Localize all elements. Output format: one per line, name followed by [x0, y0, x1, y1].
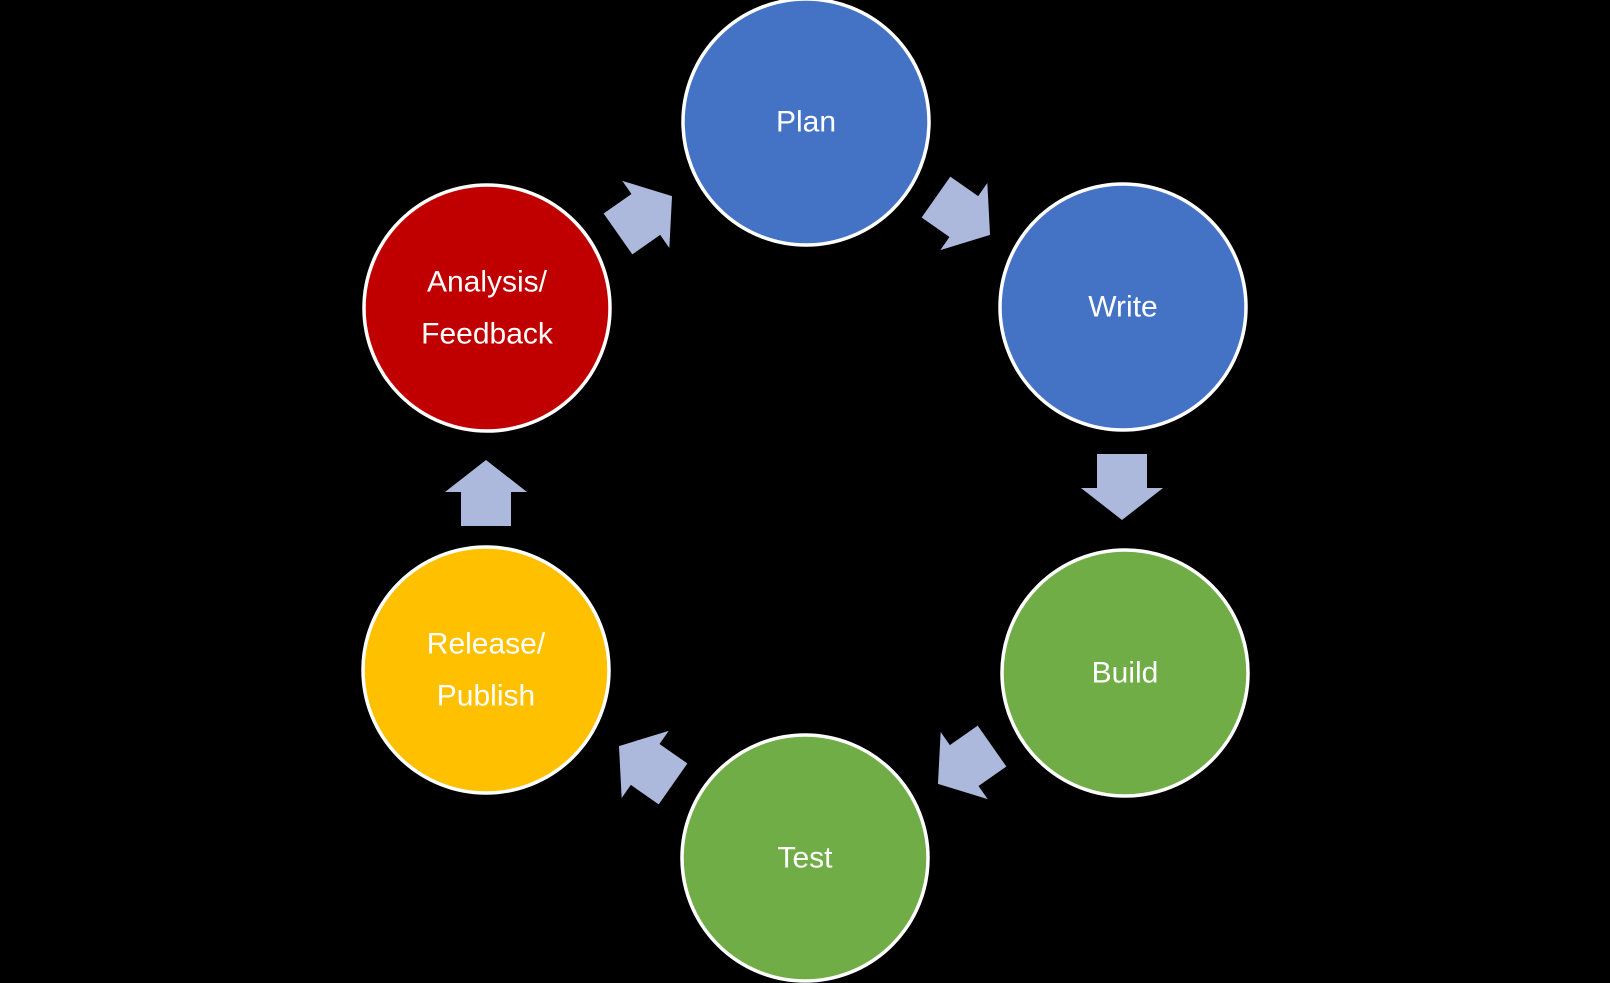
- node-plan: Plan: [681, 0, 931, 247]
- node-analysis-feedback: Analysis/ Feedback: [362, 183, 612, 433]
- build-circle: [1000, 548, 1250, 798]
- test-label: Test: [777, 842, 833, 875]
- analysis-feedback-circle: [362, 183, 612, 433]
- release-publish-label-line2: Publish: [437, 680, 535, 713]
- plan-circle: [681, 0, 931, 247]
- node-test: Test: [680, 733, 930, 983]
- plan-label: Plan: [776, 106, 836, 139]
- write-label: Write: [1088, 291, 1157, 324]
- node-release-publish: Release/ Publish: [361, 545, 611, 795]
- release-publish-label-line1: Release/: [427, 628, 546, 661]
- release-publish-circle: [361, 545, 611, 795]
- build-label: Build: [1092, 657, 1159, 690]
- node-write: Write: [998, 182, 1248, 432]
- analysis-feedback-label-line1: Analysis/: [427, 266, 548, 299]
- node-build: Build: [1000, 548, 1250, 798]
- write-circle: [998, 182, 1248, 432]
- analysis-feedback-label-line2: Feedback: [421, 318, 554, 351]
- test-circle: [680, 733, 930, 983]
